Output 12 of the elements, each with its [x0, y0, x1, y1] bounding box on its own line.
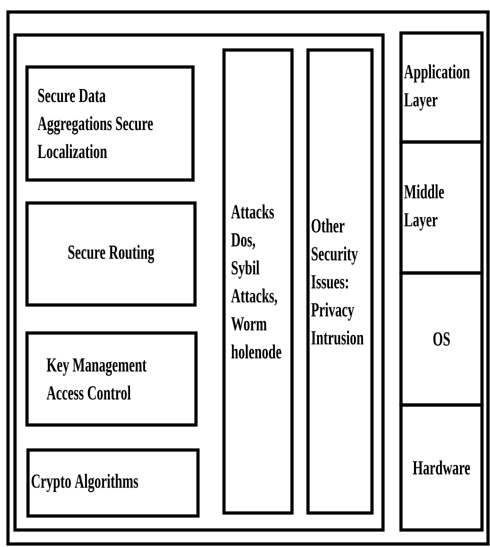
- security-box: Secure Data Aggregations Secure Localization: [25, 65, 195, 182]
- layer-box: Hardware: [399, 403, 484, 532]
- security-box: Attacks Dos, Sybil Attacks, Worm holenode: [222, 48, 294, 515]
- layer-box: Middle Layer: [399, 140, 484, 275]
- outer-frame: [6, 10, 490, 546]
- security-box: Secure Routing: [25, 201, 197, 307]
- security-box: Other Security Issues: Privacy Intrusion: [306, 48, 374, 515]
- layer-box: OS: [399, 271, 484, 407]
- security-box: Crypto Algorithms: [26, 448, 200, 518]
- inner-frame: [13, 33, 385, 532]
- layer-box: Application Layer: [399, 31, 484, 144]
- security-box: Key Management Access Control: [25, 331, 198, 427]
